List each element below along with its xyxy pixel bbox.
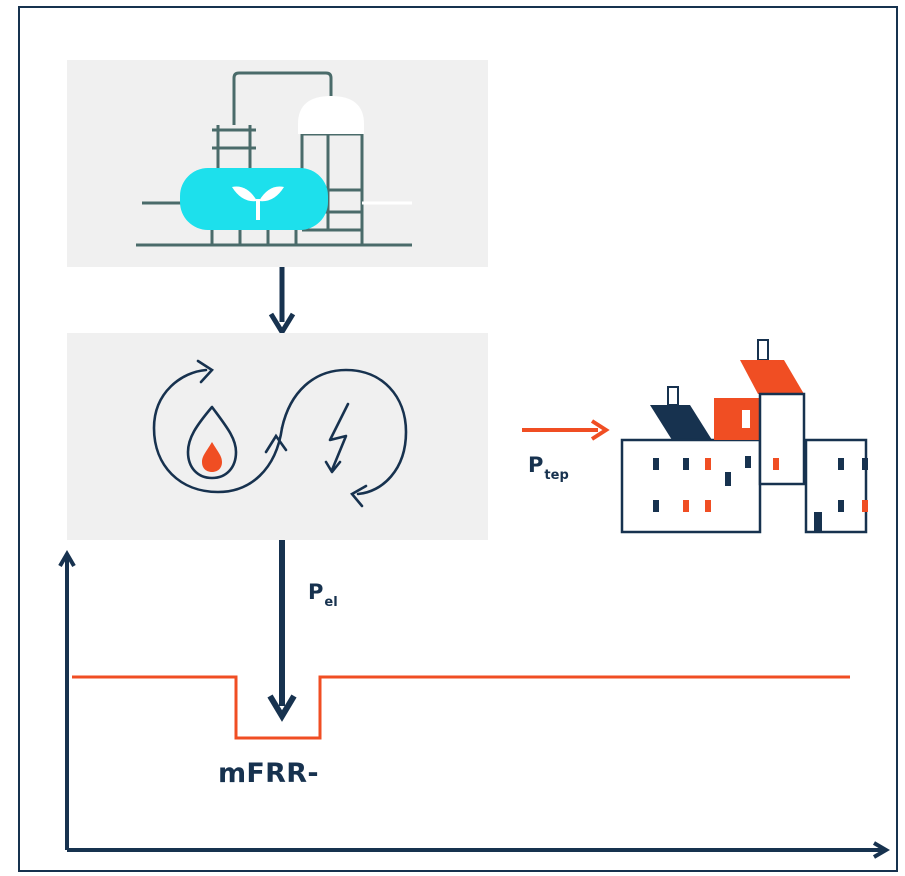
biogas-plant-icon <box>67 60 488 267</box>
mfrr-signal-line <box>72 675 850 740</box>
time-axes <box>58 550 890 859</box>
cogeneration-cycle-icon <box>67 333 488 540</box>
flow-arrow-biogas <box>268 267 296 337</box>
lightning-icon <box>324 402 350 474</box>
heat-flow-arrow <box>522 419 610 441</box>
electric-flow-arrow <box>267 540 297 722</box>
electric-power-label: Pel <box>308 580 338 610</box>
buildings-icon <box>620 339 868 534</box>
heat-power-label: Ptep <box>528 453 569 483</box>
mfrr-signal-label: mFRR- <box>218 758 319 789</box>
flame-icon <box>186 405 238 480</box>
